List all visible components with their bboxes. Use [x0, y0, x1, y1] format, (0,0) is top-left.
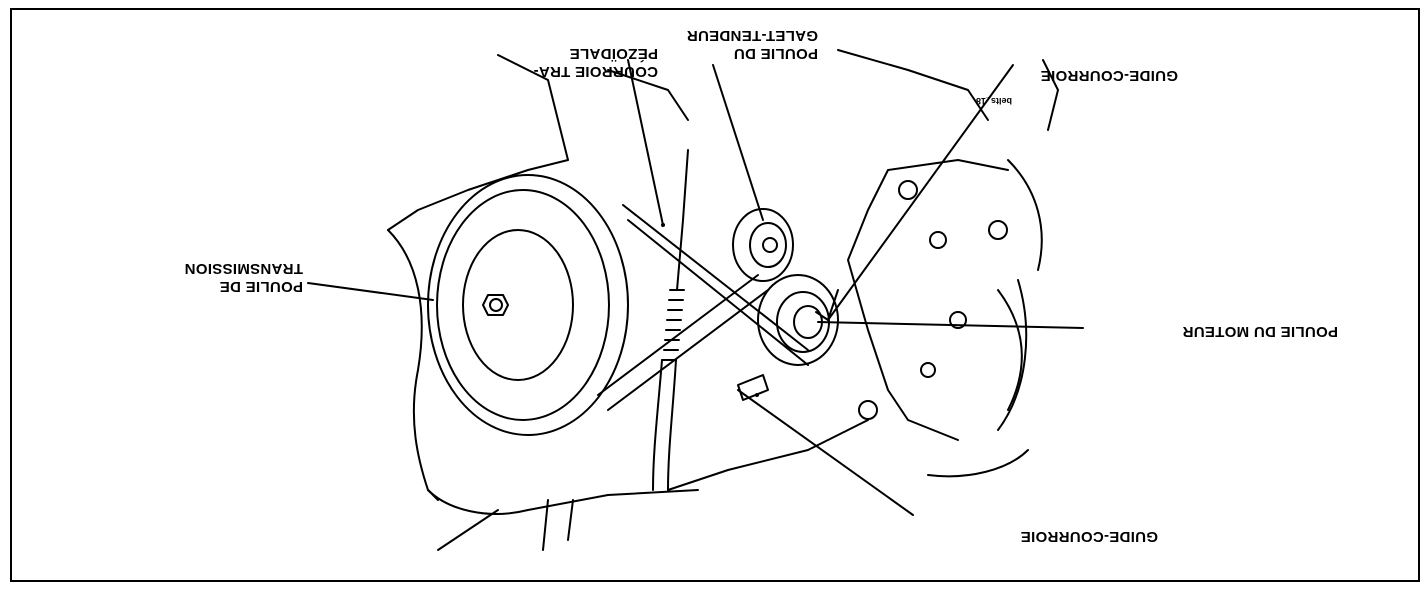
idler-pulley-hub	[762, 237, 778, 253]
cable-housing	[667, 359, 677, 491]
cable-spring	[661, 289, 685, 361]
housing-outline	[387, 229, 439, 501]
label-courroie-line1: COURROIE TRA-	[533, 63, 658, 80]
v-belt-upper-run-2	[597, 274, 759, 396]
idler-pulley-inner	[749, 222, 787, 268]
label-courroie: COURROIE TRA- PÉZOÏDALE	[533, 44, 658, 80]
leader-poulie-moteur	[817, 321, 1084, 329]
engine-pulley-outer	[757, 274, 839, 366]
left-arc-2	[837, 49, 989, 121]
left-edge	[1042, 59, 1059, 131]
figure-id: belts_18	[975, 96, 1012, 106]
v-belt-upper-run	[607, 289, 769, 411]
label-poulie-transmission-line2: TRANSMISSION	[184, 260, 303, 277]
leader-courroie	[627, 59, 664, 226]
engine-flywheel	[927, 449, 1029, 478]
frame-rail-1	[542, 499, 574, 551]
leader-guide-courroie-top	[827, 64, 1014, 321]
bolt-4	[920, 362, 936, 378]
label-poulie-moteur: POULIE DU MOTEUR	[1182, 323, 1338, 340]
dot-1	[755, 393, 759, 397]
label-poulie-galet-line2: GALET-TENDEUR	[686, 27, 818, 44]
transmission-pulley-outer	[427, 174, 629, 436]
bolt-1	[898, 180, 918, 200]
bottom-frame	[667, 419, 869, 491]
label-poulie-galet-line1: POULIE DU	[733, 45, 818, 62]
left-arc	[997, 279, 1028, 431]
v-belt-lower-run-2	[622, 204, 809, 351]
engine-bracket	[607, 69, 689, 121]
idler-pulley-outer	[732, 208, 794, 282]
bolt-6	[988, 220, 1008, 240]
housing-upper-edge	[427, 489, 699, 515]
label-guide-courroie-top: GUIDE-COURROIE	[1040, 67, 1178, 84]
cable-housing-2	[652, 359, 663, 491]
bolt-3	[949, 311, 967, 329]
transmission-hub-bolt	[489, 298, 503, 312]
bolt-5	[858, 400, 878, 420]
belt-guide-lower	[737, 374, 769, 401]
label-courroie-line2: PÉZOÏDALE	[569, 45, 658, 62]
leader-poulie-transmission	[307, 282, 434, 301]
label-guide-courroie-bottom: GUIDE-COURROIE	[1020, 528, 1158, 545]
cable-rod	[676, 149, 689, 291]
belt-guide-upper	[815, 289, 839, 321]
leader-poulie-galet	[712, 64, 764, 221]
engine-plate-2	[997, 289, 1023, 411]
dot-2	[661, 223, 665, 227]
frame-rail-2	[437, 509, 499, 551]
engine-block	[497, 54, 569, 161]
housing-lower-edge	[387, 159, 569, 231]
leader-guide-courroie-bottom	[737, 389, 914, 516]
label-poulie-galet: POULIE DU GALET-TENDEUR	[687, 26, 818, 62]
v-belt-lower-run	[627, 219, 809, 366]
transmission-hub	[482, 294, 509, 316]
transmission-pulley-rim	[436, 189, 610, 421]
transmission-pulley-inner	[462, 229, 574, 381]
label-poulie-transmission-line1: POULIE DE	[219, 278, 303, 295]
bolt-2	[929, 231, 947, 249]
label-poulie-transmission: POULIE DE TRANSMISSION	[184, 259, 303, 295]
engine-plate	[847, 159, 1009, 441]
engine-shroud	[1007, 159, 1043, 271]
